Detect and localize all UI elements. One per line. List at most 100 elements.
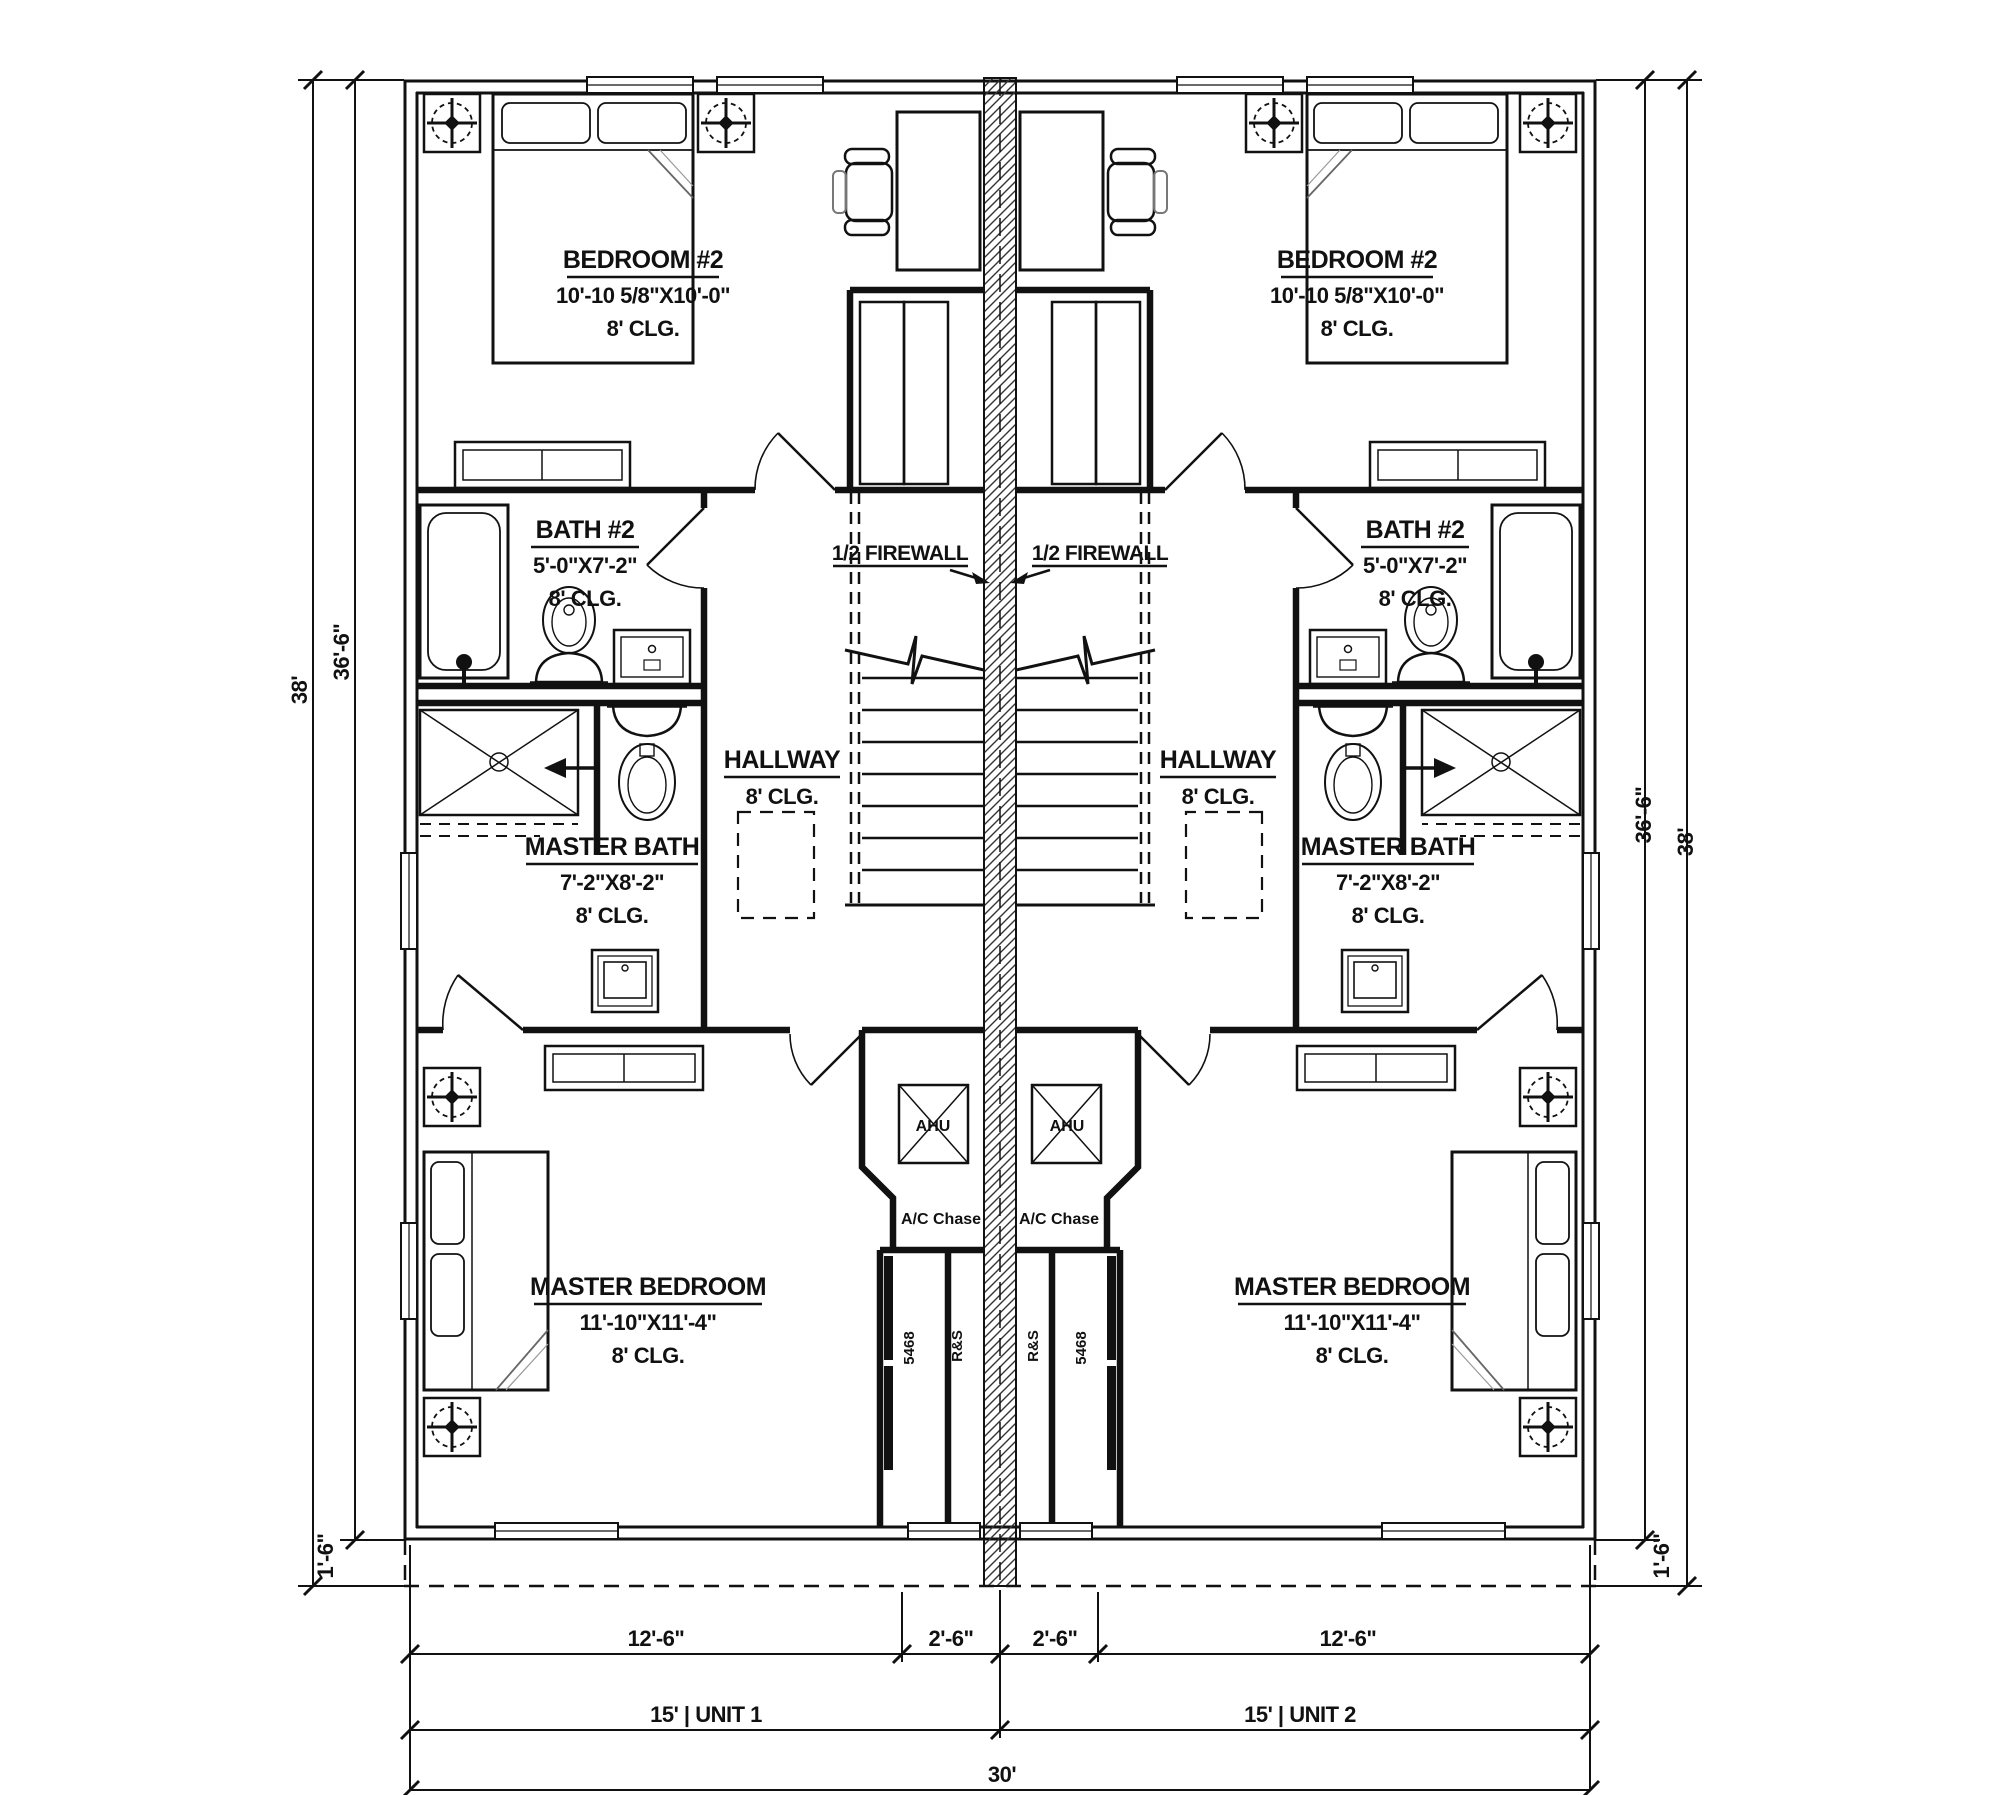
dim-bottom-unit2: 15' | UNIT 2 [1244,1702,1356,1727]
firewall-leaders [833,564,1167,584]
unit2-master-bath-clg: 8' CLG. [1352,903,1425,928]
unit1-master-bedroom-clg: 8' CLG. [612,1343,685,1368]
master-bath-door [441,974,524,1031]
shower-head-arrow [544,758,566,778]
dim-bottom-seg2: 2'-6" [929,1626,974,1651]
stairs [844,492,985,907]
dim-bottom-seg4: 12'-6" [1320,1626,1377,1651]
dim-left-inner: 36'-6" [329,624,354,681]
unit1-master-bath-label: MASTER BATH 7'-2"X8'-2" 8' CLG. [525,833,700,928]
unit2-bath2-dims: 5'-0"X7'-2" [1363,553,1467,578]
unit2-bedroom2-dims: 10'-10 5/8"X10'-0" [1270,283,1444,308]
unit1-master-bedroom-name: MASTER BEDROOM [530,1273,766,1301]
unit2-rod-shelf-label: R&S [1025,1330,1042,1362]
unit2-closet-size-label: 5468 [1073,1331,1090,1364]
dimension-ticks [302,69,1698,1795]
stair-treads [862,676,984,872]
labels: BEDROOM #2 10'-10 5/8"X10'-0" 8' CLG. BA… [287,246,1698,1787]
unit1-bedroom2-name: BEDROOM #2 [563,246,723,274]
unit2-bath2-label: BATH #2 5'-0"X7'-2" 8' CLG. [1361,516,1469,611]
window-top-2 [716,76,824,94]
window-top-1 [586,76,694,94]
unit1-master-bath-name: MASTER BATH [525,833,700,861]
unit1-bedroom2-clg: 8' CLG. [607,316,680,341]
window-bottom-2 [907,1522,981,1540]
master-bath-sink [590,948,660,1014]
bath2-toilet [530,586,608,685]
dim-right-inner: 36'-6" [1631,787,1656,844]
master-bedroom-dresser [543,1044,705,1092]
master-bath-toilet [607,704,687,821]
desk [895,110,982,272]
unit2-bath2-clg: 8' CLG. [1379,586,1452,611]
bath2-sink [612,628,692,686]
bedroom2-door [754,432,836,491]
dimension-texts: 38' 36'-6" 1'-6" 36'-6" 38' 1'-6" 12'-6"… [287,624,1698,1787]
unit1-rod-shelf-label: R&S [949,1330,966,1362]
doors [441,432,863,1086]
windows [400,76,981,1540]
unit1-bath2-label: BATH #2 5'-0"X7'-2" 8' CLG. [531,516,639,611]
interior-walls [417,286,984,1527]
unit1-bath2-dims: 5'-0"X7'-2" [533,553,637,578]
stair-break-line [844,635,985,685]
unit1-hallway-label: HALLWAY 8' CLG. [724,746,842,809]
unit2-master-bedroom-label: MASTER BEDROOM 11'-10"X11'-4" 8' CLG. [1234,1273,1471,1368]
desk-chair [832,147,894,237]
unit2-master-bedroom-name: MASTER BEDROOM [1234,1273,1470,1301]
firewall-wall [983,77,1017,1587]
unit2-hallway-name: HALLWAY [1160,746,1277,774]
bath2-door [646,507,705,589]
master-bath-shower [418,708,597,837]
unit2-hallway-label: HALLWAY 8' CLG. [1160,746,1278,809]
unit2-master-bath-dims: 7'-2"X8'-2" [1336,870,1440,895]
unit1-bath2-clg: 8' CLG. [549,586,622,611]
dim-bottom-unit1: 15' | UNIT 1 [650,1702,762,1727]
unit2-master-bath-name: MASTER BATH [1301,833,1476,861]
unit2-ahu-label: AHU [1050,1118,1085,1135]
closet-door-panels [884,1256,893,1470]
dim-right-offset: 1'-6" [1649,1534,1674,1579]
unit1-master-bedroom-label: MASTER BEDROOM 11'-10"X11'-4" 8' CLG. [530,1273,767,1368]
dim-left-overall: 38' [287,676,312,704]
unit1-bedroom2-label: BEDROOM #2 10'-10 5/8"X10'-0" 8' CLG. [556,246,731,341]
bedroom2-dresser [453,440,632,490]
unit1-master-bath-dims: 7'-2"X8'-2" [560,870,664,895]
roof-overhang-dashed [403,1540,1000,1588]
unit1-closet-size-label: 5468 [901,1331,918,1364]
unit2-bath2-name: BATH #2 [1366,516,1465,544]
unit1-master-bedroom-dims: 11'-10"X11'-4" [580,1310,717,1335]
unit2-master-bath-label: MASTER BATH 7'-2"X8'-2" 8' CLG. [1301,833,1476,928]
unit1-hallway-name: HALLWAY [724,746,841,774]
unit1-ac-chase-label: A/C Chase [901,1211,981,1228]
window-left-masterbath [400,852,418,950]
unit1-master-bath-clg: 8' CLG. [576,903,649,928]
unit1-ahu-label: AHU [916,1118,951,1135]
dim-bottom-seg1: 12'-6" [628,1626,685,1651]
unit2-bedroom2-label: BEDROOM #2 10'-10 5/8"X10'-0" 8' CLG. [1270,246,1445,341]
window-bottom-1 [494,1522,619,1540]
attic-access-hatch [736,810,816,920]
window-left-masterbedroom [400,1222,418,1320]
unit2-firewall-label: 1/2 FIREWALL [1032,542,1169,565]
unit1-bath2-name: BATH #2 [536,516,635,544]
unit1-firewall-label: 1/2 FIREWALL [832,542,969,565]
unit1-bedroom2-dims: 10'-10 5/8"X10'-0" [556,283,730,308]
dim-left-offset: 1'-6" [313,1534,338,1579]
master-bed [422,1150,550,1392]
unit-1-plan [400,76,1000,1588]
unit2-ac-chase-label: A/C Chase [1019,1211,1099,1228]
dim-right-overall: 38' [1673,828,1698,856]
dim-bottom-seg3: 2'-6" [1033,1626,1078,1651]
bath2-tub [418,503,510,683]
ahu-unit [897,1083,970,1165]
unit2-hallway-clg: 8' CLG. [1182,784,1255,809]
dim-bottom-total: 30' [988,1762,1016,1787]
unit2-bedroom2-name: BEDROOM #2 [1277,246,1437,274]
unit2-master-bedroom-clg: 8' CLG. [1316,1343,1389,1368]
master-bedroom-door [789,1033,863,1086]
bedroom2-closet-doors [858,300,950,486]
unit1-hallway-clg: 8' CLG. [746,784,819,809]
